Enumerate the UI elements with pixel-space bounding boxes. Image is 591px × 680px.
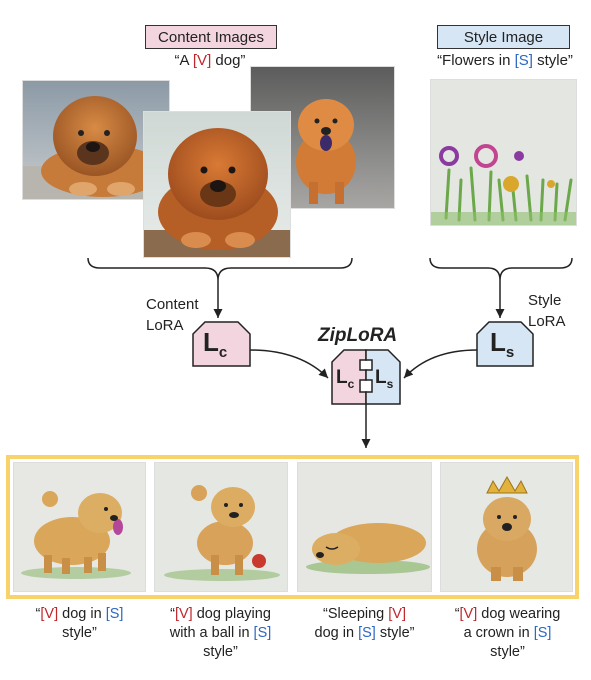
- ziplora-ls-sub: s: [386, 376, 394, 391]
- output-caption-2: “[V] dog playing with a ball in [S] styl…: [153, 605, 288, 662]
- flow-diagram: [87, 257, 573, 448]
- caption-4-line-3: style”: [490, 644, 525, 660]
- caption-2-line-1: “[V] dog playing: [170, 606, 271, 622]
- content-photo-sitting-dog: [143, 111, 291, 258]
- lc-text: Lc: [203, 327, 227, 361]
- ziplora-lc-sub: c: [347, 376, 355, 391]
- content-prompt: “A [V] dog”: [140, 52, 280, 69]
- style-lora-label-line1: Style: [528, 292, 562, 309]
- caption-2-line-2: with a ball in [S]: [169, 625, 272, 641]
- ls-main: L: [490, 327, 506, 357]
- style-prompt: “Flowers in [S] style”: [425, 52, 585, 69]
- content-brace: [87, 257, 353, 281]
- caption-1-line-2: style”: [62, 625, 97, 641]
- output-caption-4: “[V] dog wearing a crown in [S] style”: [440, 605, 575, 662]
- lc-block: [192, 321, 251, 367]
- caption-3-line-1: “Sleeping [V]: [322, 606, 407, 622]
- lc-to-ziplora-arrow: [249, 349, 329, 379]
- ziplora-block-blue: [365, 349, 401, 405]
- ls-block: [476, 321, 534, 367]
- caption-4-line-1: “[V] dog wearing: [454, 606, 561, 622]
- style-prompt-token: [S]: [514, 52, 533, 69]
- style-prompt-open: “Flowers in: [437, 52, 515, 69]
- caption-1-line-1: “[V] dog in [S]: [35, 606, 124, 622]
- caption-4-line-2: a crown in [S]: [463, 625, 552, 641]
- ls-text: Ls: [490, 327, 514, 361]
- ls-to-ziplora-arrow: [403, 349, 478, 379]
- content-images-text: Content Images: [158, 28, 264, 46]
- content-prompt-close: dog”: [211, 52, 246, 69]
- output-image-1: [13, 462, 146, 592]
- output-caption-1: “[V] dog in [S] style”: [12, 605, 147, 643]
- style-lora-label: Style LoRA: [528, 290, 566, 332]
- ziplora-title: ZipLoRA: [318, 325, 398, 346]
- ziplora-ls-main: L: [375, 367, 387, 388]
- ziplora-ls-text: Ls: [375, 367, 393, 391]
- content-images-label: Content Images: [145, 25, 277, 49]
- content-prompt-open: “A: [174, 52, 193, 69]
- lc-sub: c: [218, 344, 228, 362]
- style-image-text: Style Image: [463, 28, 544, 46]
- style-image-label: Style Image: [437, 25, 570, 49]
- style-photo-flowers: [430, 79, 577, 226]
- ziplora-lc-text: Lc: [336, 367, 354, 391]
- content-lora-label-line2: LoRA: [146, 317, 184, 334]
- output-image-4: [440, 462, 573, 592]
- content-lora-label: Content LoRA: [146, 294, 199, 336]
- caption-2-line-3: style”: [203, 644, 238, 660]
- style-lora-label-line2: LoRA: [528, 313, 566, 330]
- output-image-3: [297, 462, 432, 592]
- style-prompt-close: style”: [532, 52, 573, 69]
- content-lora-label-line1: Content: [146, 296, 199, 313]
- output-frame: [6, 455, 579, 599]
- ls-sub: s: [505, 344, 515, 362]
- style-brace: [429, 257, 573, 281]
- content-prompt-token: [V]: [192, 52, 212, 69]
- ziplora-lc-main: L: [336, 367, 348, 388]
- output-image-2: [154, 462, 288, 592]
- lc-main: L: [203, 327, 219, 357]
- output-caption-3: “Sleeping [V] dog in [S] style”: [297, 605, 432, 643]
- caption-3-line-2: dog in [S] style”: [314, 625, 415, 641]
